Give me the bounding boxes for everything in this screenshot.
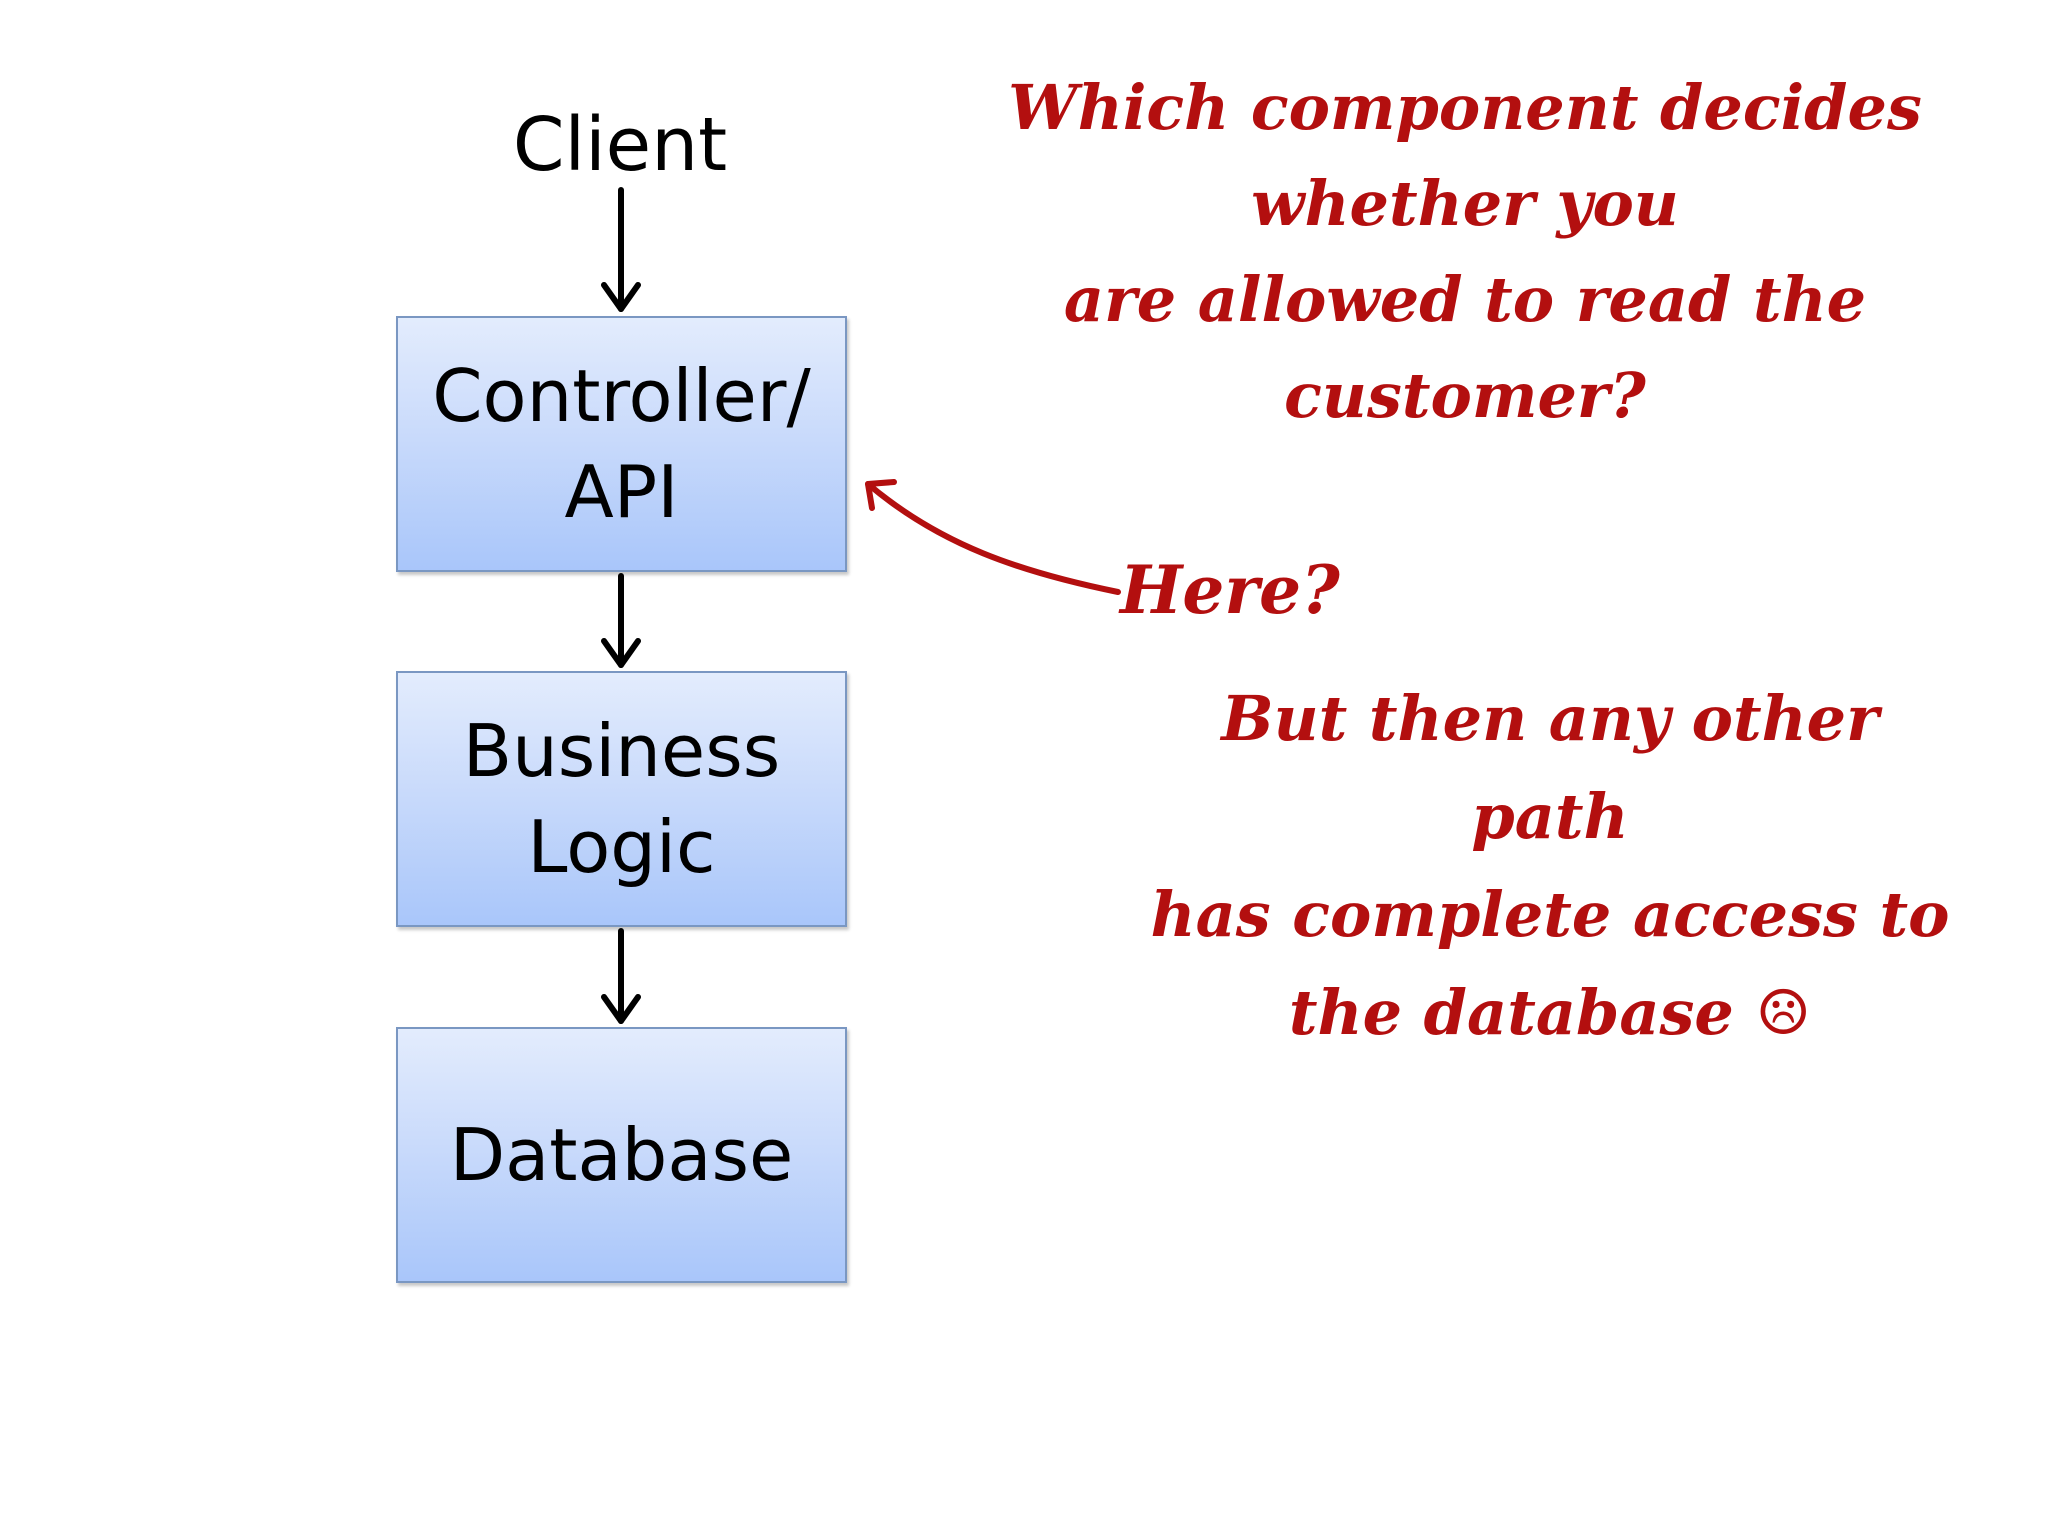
client-to-controller-arrow xyxy=(601,187,641,312)
here-pointer-arrow xyxy=(865,479,1121,595)
here-annotation: Here? xyxy=(1120,551,1340,629)
database-label: Database xyxy=(449,1113,794,1197)
question-annotation: Which component decides whether you are … xyxy=(1008,71,1922,432)
client-label: Client xyxy=(512,102,728,188)
controller-api-box: Controller/ API xyxy=(396,316,847,572)
business-logic-box: Business Logic xyxy=(396,671,847,927)
controller-api-label: Controller/ API xyxy=(432,354,811,534)
database-box: Database xyxy=(396,1027,847,1283)
business-logic-label: Business Logic xyxy=(462,709,781,889)
controller-to-business-arrow xyxy=(601,573,641,668)
consequence-annotation: But then any other path has complete acc… xyxy=(1150,682,1950,1049)
business-to-database-arrow xyxy=(601,928,641,1024)
